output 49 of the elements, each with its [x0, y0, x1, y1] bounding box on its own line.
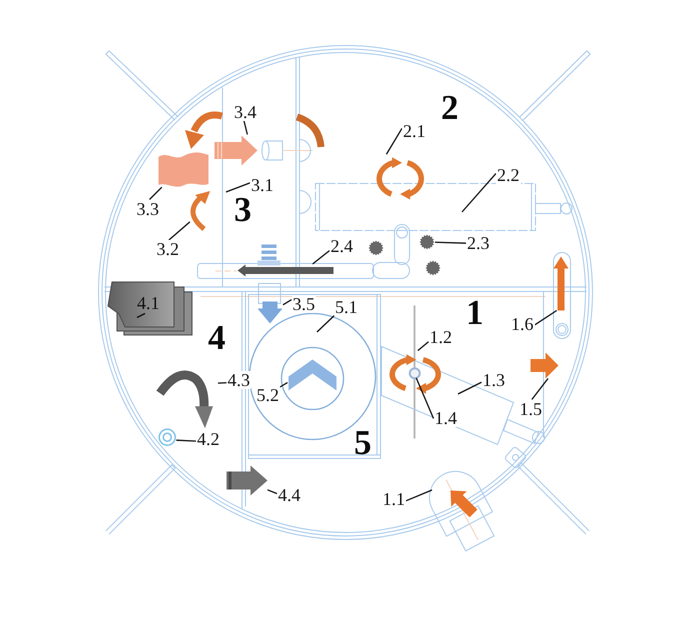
- leader-line: [282, 299, 292, 306]
- leader-line: [434, 242, 466, 244]
- callout-number: 1.4: [434, 409, 458, 427]
- leader-line: [176, 440, 196, 442]
- callout-number: 3.5: [292, 294, 316, 312]
- section-number: 5: [354, 430, 372, 456]
- right-arrow-icon: [530, 352, 558, 378]
- circle-icon: [409, 368, 420, 378]
- leader-line: [226, 182, 250, 193]
- curved-arrow-icon: [190, 188, 213, 232]
- section-number: 4: [208, 325, 226, 351]
- leader-line: [280, 382, 288, 388]
- callout-number: 1.2: [428, 328, 453, 346]
- callout-number: 1.3: [482, 371, 506, 389]
- callout-number: 4.2: [196, 430, 220, 448]
- leader-line: [243, 120, 248, 135]
- leader-line: [406, 489, 432, 502]
- callout-number: 2.2: [496, 166, 520, 184]
- leader-line: [218, 382, 227, 384]
- section-number: 1: [466, 300, 484, 326]
- leader-line: [168, 221, 190, 240]
- up-arrow-icon: [552, 256, 568, 310]
- chevron-icon: [288, 358, 336, 390]
- callout-number: 4.3: [226, 371, 251, 389]
- left-arrow-icon: [236, 264, 334, 277]
- leader-line: [531, 378, 549, 400]
- callout-number: 4.1: [137, 294, 160, 312]
- callout-number: 3.2: [156, 240, 180, 258]
- section-number: 3: [234, 197, 252, 223]
- leader-line: [416, 378, 434, 419]
- leader-line: [312, 250, 330, 264]
- right-arrow-icon: [214, 134, 258, 166]
- leader-line: [458, 382, 482, 395]
- leader-line: [462, 173, 496, 212]
- ring-icon: [158, 428, 176, 446]
- leader-line: [386, 128, 403, 155]
- leader-line: [149, 186, 162, 200]
- callout-number: 5.2: [256, 386, 280, 404]
- section-number: 2: [441, 95, 458, 121]
- down-arrow-icon: [257, 300, 283, 324]
- leader-line: [316, 315, 335, 332]
- callout-number: 4.4: [277, 486, 302, 504]
- callout-number: 2.1: [402, 122, 426, 140]
- gear-icon: [419, 234, 435, 250]
- right-arrow-icon: [226, 464, 268, 496]
- wavy-block-icon: [158, 152, 208, 188]
- leader-line: [417, 341, 429, 352]
- leader-line: [534, 310, 558, 326]
- leader-line: [267, 489, 278, 494]
